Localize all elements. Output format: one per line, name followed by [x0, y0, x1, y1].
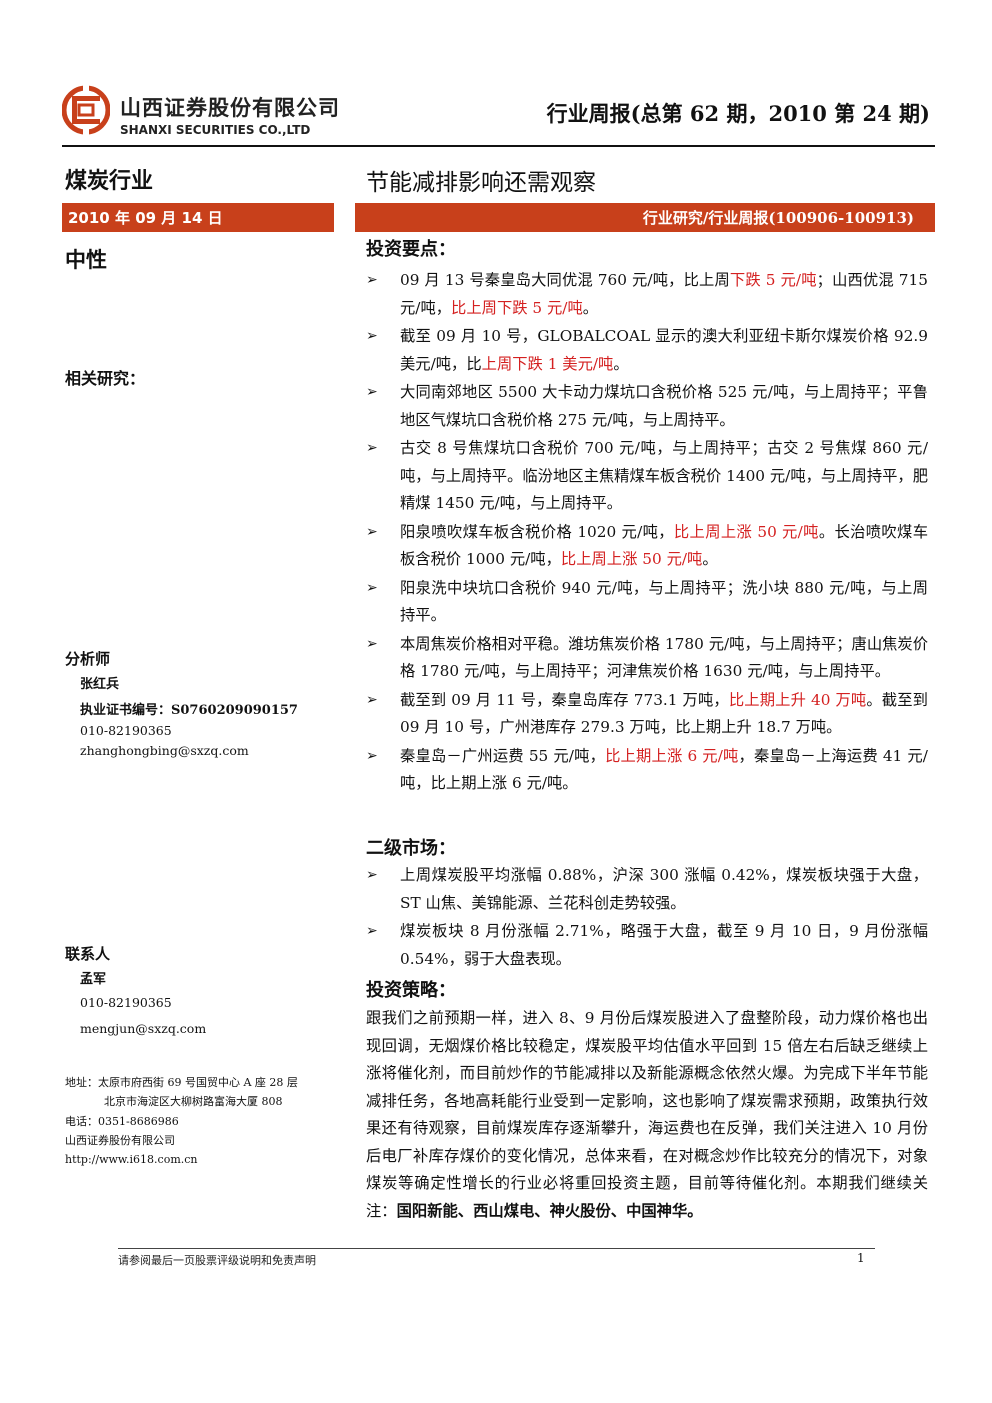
market-points-list: ➢上周煤炭股平均涨幅 0.88%，沪深 300 涨幅 0.42%，煤炭板块强于大… [366, 862, 928, 974]
list-item: ➢09 月 13 号秦皇岛大同优混 760 元/吨，比上周下跌 5 元/吨；山西… [366, 267, 928, 322]
list-item: ➢阳泉洗中块坑口含税价 940 元/吨，与上周持平；洗小块 880 元/吨，与上… [366, 575, 928, 630]
contact-heading: 联系人 [65, 945, 111, 963]
company-name-footer: 山西证券股份有限公司 [65, 1134, 175, 1147]
arrow-bullet-icon: ➢ [366, 747, 378, 764]
strategy-paragraph: 跟我们之前预期一样，进入 8、9 月份后煤炭股进入了盘整阶段，动力煤价格也出现回… [366, 1009, 928, 1220]
header-divider [62, 145, 935, 147]
market-heading: 二级市场： [366, 838, 456, 859]
analyst-cert: 执业证书编号：S0760209090157 [80, 703, 298, 718]
date-bar [62, 203, 334, 232]
company-logo [62, 84, 110, 136]
arrow-bullet-icon: ➢ [366, 923, 378, 939]
arrow-bullet-icon: ➢ [366, 440, 378, 456]
contact-email[interactable]: mengjun@sxzq.com [80, 1021, 207, 1036]
arrow-bullet-icon: ➢ [366, 272, 378, 288]
strategy-heading: 投资策略： [366, 980, 456, 1001]
key-points-list: ➢09 月 13 号秦皇岛大同优混 760 元/吨，比上周下跌 5 元/吨；山西… [366, 267, 928, 799]
analyst-heading: 分析师 [65, 650, 111, 668]
arrow-bullet-icon: ➢ [366, 691, 378, 708]
list-item: ➢煤炭板块 8 月份涨幅 2.71%，略强于大盘，截至 9 月 10 日，9 月… [366, 918, 928, 973]
report-title: 行业周报(总第 62 期，2010 第 24 期) [546, 101, 930, 126]
rating-label: 中性 [65, 248, 107, 272]
footer-disclaimer-note: 请参阅最后一页股票评级说明和免责声明 [118, 1254, 316, 1267]
category-bar [355, 203, 935, 232]
telephone: 电话：0351-8686986 [65, 1115, 179, 1128]
list-item: ➢上周煤炭股平均涨幅 0.88%，沪深 300 涨幅 0.42%，煤炭板块强于大… [366, 862, 928, 917]
list-item: ➢阳泉喷吹煤车板含税价格 1020 元/吨，比上周上涨 50 元/吨。长治喷吹煤… [366, 519, 928, 574]
contact-phone: 010-82190365 [80, 995, 172, 1010]
arrow-bullet-icon: ➢ [366, 328, 378, 344]
page-number: 1 [857, 1251, 865, 1265]
report-date: 2010 年 09 月 14 日 [68, 209, 223, 227]
related-research-heading: 相关研究： [65, 369, 146, 388]
list-item: ➢截至到 09 月 11 号，秦皇岛库存 773.1 万吨，比上期上升 40 万… [366, 687, 928, 742]
article-title: 节能减排影响还需观察 [366, 170, 596, 196]
analyst-email[interactable]: zhanghongbing@sxzq.com [80, 743, 249, 758]
arrow-bullet-icon: ➢ [366, 384, 378, 400]
analyst-name: 张红兵 [80, 677, 120, 692]
footer-divider [118, 1248, 875, 1249]
arrow-bullet-icon: ➢ [366, 635, 378, 652]
analyst-phone: 010-82190365 [80, 723, 172, 738]
contact-name: 孟军 [80, 972, 107, 987]
company-name-cn: 山西证券股份有限公司 [120, 96, 340, 120]
website-link[interactable]: http://www.i618.com.cn [65, 1153, 198, 1166]
list-item: ➢古交 8 号焦煤坑口含税价 700 元/吨，与上周持平；古交 2 号焦煤 86… [366, 435, 928, 518]
address-line-2: 北京市海淀区大柳树路富海大厦 808 [104, 1095, 283, 1108]
company-name-en: SHANXI SECURITIES CO.,LTD [120, 123, 311, 137]
arrow-bullet-icon: ➢ [366, 579, 378, 596]
list-item: ➢秦皇岛－广州运费 55 元/吨，比上期上涨 6 元/吨，秦皇岛－上海运费 41… [366, 743, 928, 798]
strategy-picks: 国阳新能、西山煤电、神火股份、中国神华。 [396, 1201, 703, 1220]
arrow-bullet-icon: ➢ [366, 867, 378, 883]
address-line-1: 地址：太原市府西街 69 号国贸中心 A 座 28 层 [65, 1076, 298, 1089]
report-category: 行业研究/行业周报(100906-100913) [642, 209, 914, 227]
list-item: ➢大同南郊地区 5500 大卡动力煤坑口含税价格 525 元/吨，与上周持平；平… [366, 379, 928, 434]
key-points-heading: 投资要点： [366, 239, 456, 260]
list-item: ➢截至 09 月 10 号，GLOBALCOAL 显示的澳大利亚纽卡斯尔煤炭价格… [366, 323, 928, 378]
industry-label: 煤炭行业 [65, 169, 154, 194]
list-item: ➢本周焦炭价格相对平稳。潍坊焦炭价格 1780 元/吨，与上周持平；唐山焦炭价格… [366, 631, 928, 686]
arrow-bullet-icon: ➢ [366, 523, 378, 540]
